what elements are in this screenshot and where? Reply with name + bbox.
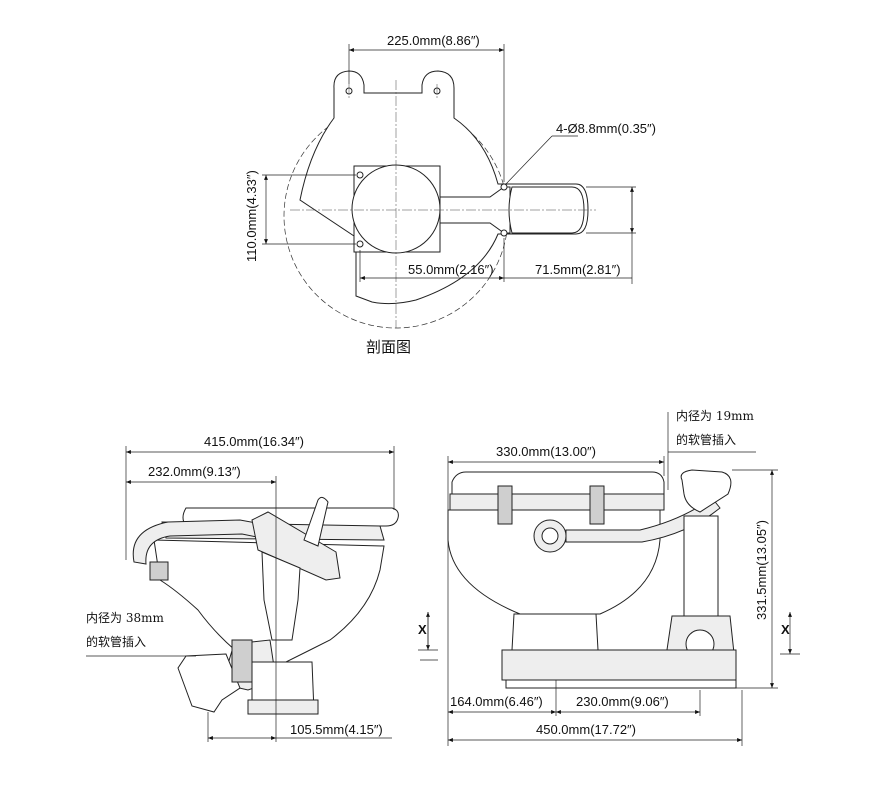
front-hose-note-line1: 内径为 19mm bbox=[676, 409, 754, 423]
dim-label-55: 55.0mm(2.16″) bbox=[408, 262, 494, 277]
front-view-connector-inner bbox=[541, 527, 559, 545]
dim-label-105-5: 105.5mm(4.15″) bbox=[290, 722, 383, 737]
front-view-base-plate bbox=[501, 649, 737, 681]
side-view-base-foot bbox=[247, 699, 319, 715]
dim-label-230: 230.0mm(9.06″) bbox=[576, 694, 669, 709]
side-view-hose-clamp bbox=[149, 561, 169, 581]
top-view-caption: 剖面图 bbox=[366, 338, 411, 356]
dim-label-331-5: 331.5mm(13.05″) bbox=[754, 520, 769, 620]
front-x-label: X bbox=[781, 622, 790, 637]
top-view-hole bbox=[500, 229, 508, 237]
dim-label-232: 232.0mm(9.13″) bbox=[148, 464, 241, 479]
top-view: 225.0mm(8.86″) 110.0mm(4.33″) 4-Ø8.8mm(0… bbox=[244, 33, 656, 356]
dim-label-225: 225.0mm(8.86″) bbox=[387, 33, 480, 48]
dim-label-110: 110.0mm(4.33″) bbox=[244, 170, 259, 262]
dim-label-415: 415.0mm(16.34″) bbox=[204, 434, 304, 449]
dim-label-330: 330.0mm(13.00″) bbox=[496, 444, 596, 459]
side-view-pump-column bbox=[261, 551, 301, 641]
side-hose-note-line2: 的软管插入 bbox=[86, 634, 146, 649]
dim-label-71-5: 71.5mm(2.81″) bbox=[535, 262, 621, 277]
front-view: 330.0mm(13.00″) 331.5mm(13.05″) 164.0mm(… bbox=[420, 409, 800, 746]
side-view-pump bbox=[251, 511, 341, 581]
side-view-pump-handle bbox=[303, 496, 329, 547]
front-hose-note-line2: 的软管插入 bbox=[676, 432, 736, 447]
side-x-label: X bbox=[418, 622, 427, 637]
front-view-pump-handle bbox=[680, 469, 732, 513]
top-view-hole bbox=[500, 183, 508, 191]
top-view-hole bbox=[356, 240, 364, 248]
front-view-base-foot bbox=[505, 679, 737, 689]
dim-label-holes: 4-Ø8.8mm(0.35″) bbox=[556, 121, 656, 136]
front-view-lid bbox=[451, 471, 665, 495]
dim-label-450: 450.0mm(17.72″) bbox=[536, 722, 636, 737]
dim-label-164: 164.0mm(6.46″) bbox=[450, 694, 543, 709]
side-view-outlet-pipe bbox=[177, 653, 241, 713]
front-view-hose bbox=[565, 497, 721, 543]
front-view-base bbox=[511, 613, 599, 651]
front-view-seat bbox=[449, 493, 665, 511]
side-view-outlet-flange bbox=[231, 639, 253, 683]
front-view-pump-column bbox=[683, 515, 719, 617]
front-view-bolt bbox=[497, 485, 513, 525]
side-view: 415.0mm(16.34″) 232.0mm(9.13″) 105.5mm(4… bbox=[86, 434, 438, 742]
side-hose-note-line1: 内径为 38mm bbox=[86, 611, 164, 625]
front-view-bolt bbox=[589, 485, 605, 525]
top-view-hole bbox=[356, 171, 364, 179]
